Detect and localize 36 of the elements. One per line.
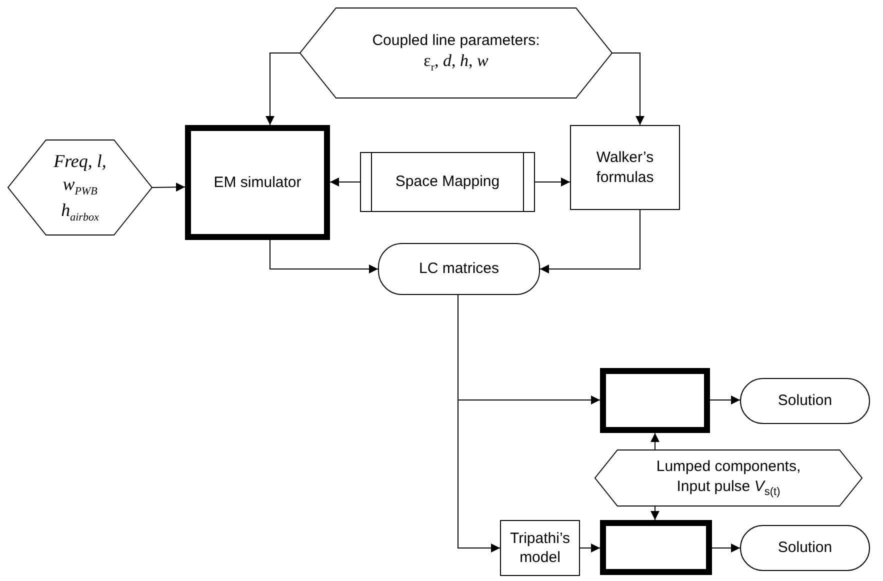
arrow: [458, 294, 500, 552]
process-box: [600, 368, 710, 433]
node-label: ε$_{r}$, d, h, w: [424, 50, 488, 76]
arrow: [612, 52, 644, 126]
node-label: Solution: [778, 391, 832, 411]
arrow: [712, 544, 740, 552]
node-label: Tripathi’s model: [510, 528, 570, 568]
node-label: LC matrices: [418, 259, 500, 279]
input-hexagon: [300, 8, 612, 98]
terminal-shape: [378, 243, 540, 295]
process-box: [570, 125, 680, 210]
node-label: EM simulator: [214, 172, 302, 192]
node-label: Coupled line parameters:: [372, 30, 540, 50]
arrow: [152, 182, 186, 192]
arrow: [270, 240, 378, 274]
terminal-shape: [740, 378, 870, 424]
process-box: [500, 520, 580, 576]
input-hexagon: [8, 140, 152, 235]
predefined-process-box: [360, 152, 535, 212]
arrow: [330, 178, 360, 186]
arrow: [580, 544, 600, 552]
node-label: Lumped components, Input pulse V$_{s(t)}$: [655, 457, 802, 499]
arrow: [650, 506, 660, 520]
arrow: [534, 178, 570, 186]
node-label: Freq, l, w$_{PWB}$ h$_{airbox}$: [52, 150, 108, 226]
node-label: Solution: [778, 538, 832, 558]
node-label: Walker’s formulas: [595, 148, 655, 187]
process-box: [600, 520, 712, 575]
arrow: [650, 432, 660, 450]
input-hexagon: [595, 450, 862, 506]
process-box: [185, 125, 330, 240]
arrow: [540, 210, 640, 274]
arrow: [266, 52, 300, 126]
arrow: [710, 396, 740, 404]
terminal-shape: [740, 525, 870, 571]
node-label: Space Mapping: [395, 172, 500, 192]
